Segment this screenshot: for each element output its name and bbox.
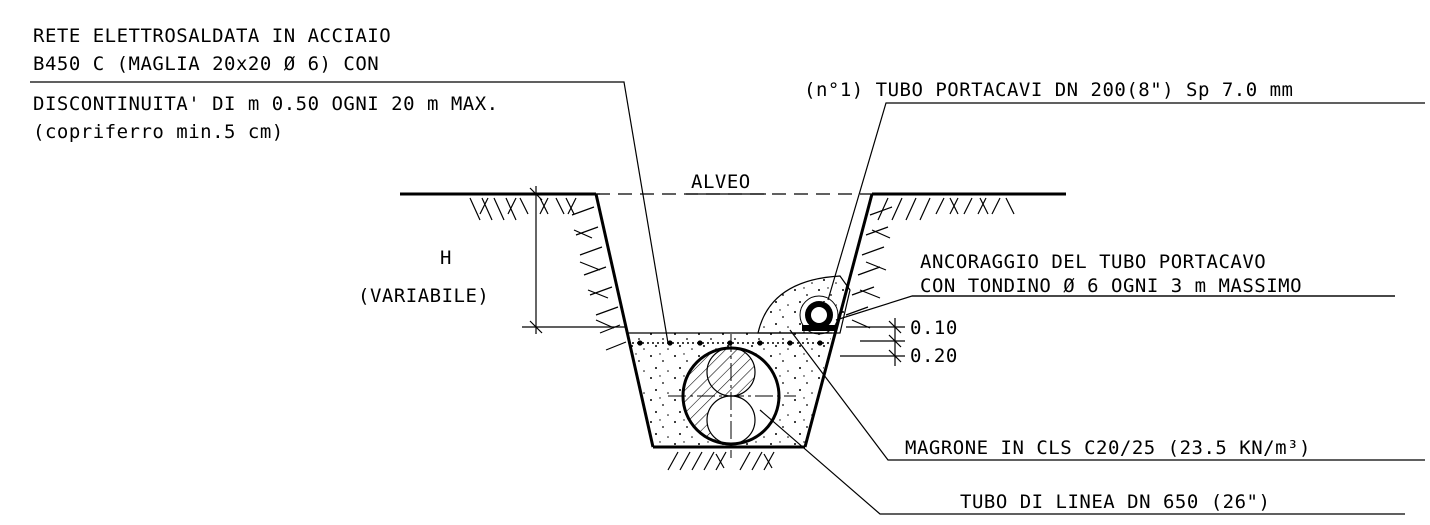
label-dim-010: 0.10: [910, 317, 958, 339]
leader-tubo-linea: [759, 409, 1405, 515]
label-dim-020: 0.20: [910, 345, 958, 367]
label-alveo: ALVEO: [691, 171, 751, 193]
label-ancoraggio-line1: ANCORAGGIO DEL TUBO PORTACAVO: [920, 251, 1266, 273]
cable-duct: [799, 295, 839, 335]
leader-tubo-portacavi: [827, 102, 1425, 301]
label-h: H: [440, 247, 452, 269]
label-rete-line2: B450 C (MAGLIA 20x20 Ø 6) CON: [33, 53, 379, 75]
soil-hatch-top-right: [877, 197, 1015, 221]
soil-hatch-right-wall: [845, 206, 893, 329]
label-rete-line4: (copriferro min.5 cm): [33, 121, 284, 143]
label-magrone: MAGRONE IN CLS C20/25 (23.5 KN/m³): [905, 437, 1311, 459]
dimension-thickness: [840, 318, 905, 366]
label-tubo-linea: TUBO DI LINEA DN 650 (26"): [960, 491, 1270, 513]
mesh-rebar-dots: [637, 340, 823, 346]
soil-hatch-left-wall: [571, 206, 627, 351]
label-ancoraggio-line2: CON TONDINO Ø 6 OGNI 3 m MASSIMO: [920, 275, 1302, 297]
soil-hatch-bottom: [667, 451, 775, 471]
main-pipe: [668, 334, 796, 458]
leader-magrone: [789, 329, 1425, 461]
label-rete-line1: RETE ELETTROSALDATA IN ACCIAIO: [33, 25, 391, 47]
label-tubo-portacavi: (n°1) TUBO PORTACAVI DN 200(8") Sp 7.0 m…: [804, 79, 1294, 101]
leader-rete: [482, 81, 669, 344]
label-variabile: (VARIABILE): [358, 285, 489, 307]
label-rete-line3: DISCONTINUITA' DI m 0.50 OGNI 20 m MAX.: [33, 93, 499, 115]
soil-hatch-top-left: [469, 197, 577, 221]
trench-wall-left: [594, 193, 655, 448]
dimension-h: [522, 186, 626, 334]
